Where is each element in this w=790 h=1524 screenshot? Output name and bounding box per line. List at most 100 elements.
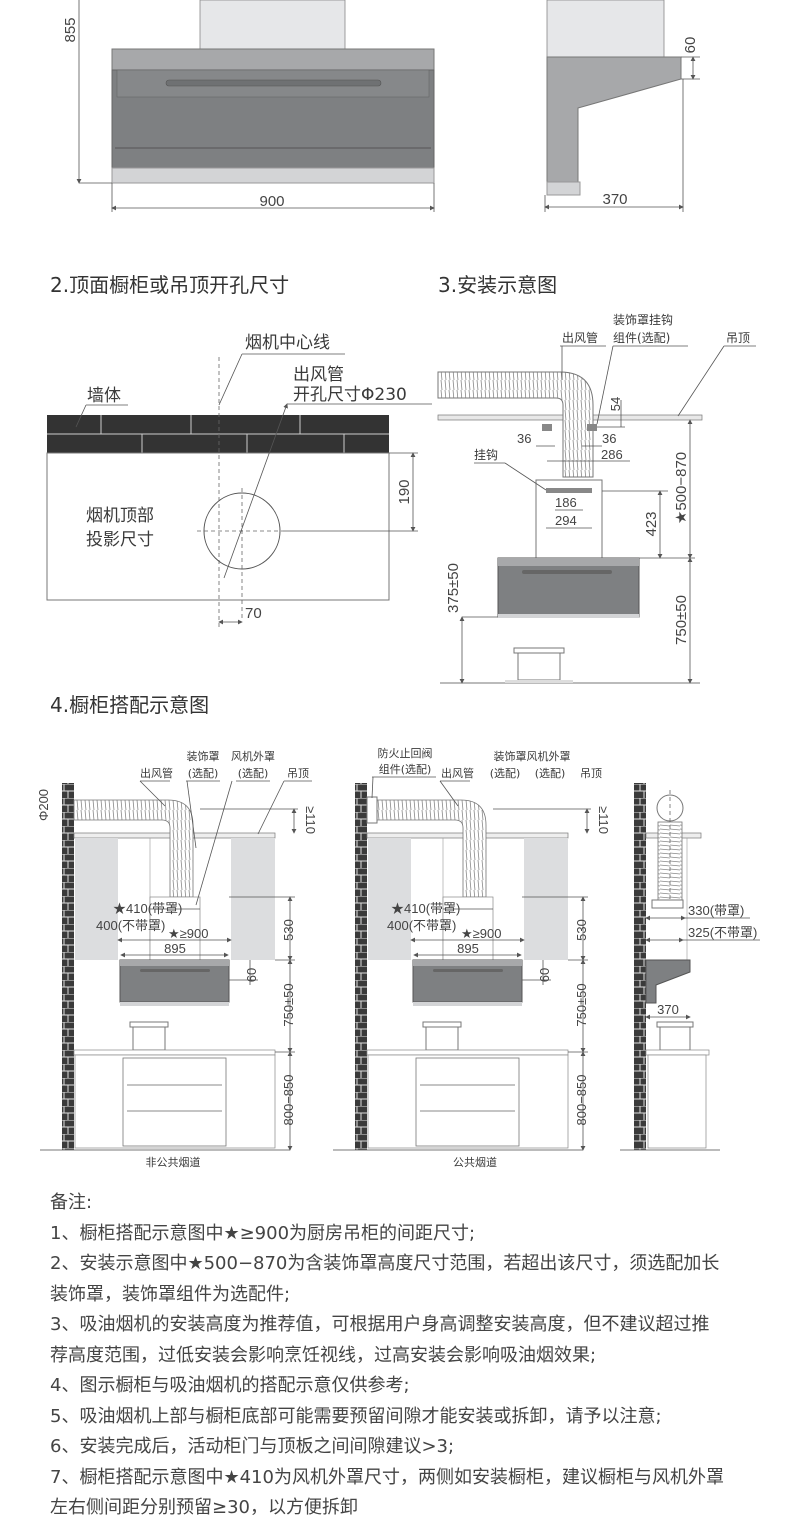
hood-bottom-strip: [111, 167, 435, 184]
section-ceiling-hole: 2.顶面橱柜或吊顶开孔尺寸 190 70 墙体 烟机中心线 出风管 开孔尺寸Φ2…: [46, 273, 432, 628]
section-title: 3.安装示意图: [438, 273, 557, 297]
dim-423-label: 423: [643, 511, 660, 536]
dim-750-label: 750±50: [673, 595, 690, 645]
dim-410-label: ★410(带罩): [113, 901, 182, 916]
dim-286-label: 286: [601, 447, 623, 462]
wall-cabinet-left: [75, 838, 118, 960]
label-hook-kit-2: 组件(选配): [613, 331, 670, 345]
dim-60-label: 60: [244, 968, 259, 982]
note-line: 荐高度范围，过低安装会影响烹饪视线，过高安装会影响吸油烟效果;: [50, 1344, 597, 1366]
wall-cabinet-left: [368, 838, 411, 960]
dim-370-label: 370: [657, 1002, 679, 1017]
dim-depth-label: 370: [602, 191, 627, 208]
pot: [659, 1025, 691, 1051]
dim-top-label: 60: [682, 37, 699, 54]
note-line: 5、吸油烟机上部与橱柜底部可能需要预留间隙才能安装或拆卸，请予以注意;: [50, 1405, 662, 1427]
note-line: 2、安装示意图中★500−870为含装饰罩高度尺寸范围，若超出该尺寸，须选配加长: [50, 1253, 720, 1274]
dim-54-label: 54: [608, 397, 623, 411]
dim-895-label: 895: [164, 941, 186, 956]
dim-110-label: ≥110: [303, 806, 318, 834]
dim-36-left-label: 36: [517, 431, 531, 446]
dim-800-label: 800−850: [574, 1075, 589, 1126]
label-ceiling: 吊顶: [580, 767, 602, 780]
cabinet-diagram-side: 330(带罩) 325(不带罩) 370: [620, 783, 760, 1151]
cabinet-diagram-public-flue: [333, 783, 591, 1151]
range-hood: [497, 557, 640, 618]
dim-410-label: ★410(带罩): [391, 901, 460, 916]
dim-400-label: 400(不带罩): [96, 918, 165, 933]
dim-36-right-label: 36: [602, 431, 616, 446]
dim-400-label: 400(不带罩): [387, 918, 456, 933]
dim-height-label: 855: [62, 17, 79, 42]
section-installation: 3.安装示意图 423 ★500−870 750±50 375±50 54 36…: [437, 273, 756, 684]
dim-895-label: 895: [457, 941, 479, 956]
dim-294-label: 294: [555, 513, 577, 528]
dim-330-label: 330(带罩): [688, 903, 744, 918]
diagram-caption: 非公共烟道: [146, 1155, 201, 1169]
countertop: [366, 1049, 569, 1056]
chimney-cover-side: [546, 0, 665, 58]
label-centerline: 烟机中心线: [245, 333, 330, 353]
label-fan-cover: 风机外罩: [231, 749, 275, 763]
label-projection-1: 烟机顶部: [86, 506, 154, 526]
fan-cover: [442, 896, 494, 961]
brick-wall: [634, 783, 646, 1150]
brick-wall: [62, 783, 74, 1150]
dim-530-label: 530: [574, 919, 589, 941]
hood-top-projection: [46, 452, 390, 601]
notes-title: 备注:: [50, 1192, 93, 1213]
label-optional: (选配): [238, 767, 269, 780]
fan-cover: [651, 899, 684, 909]
dim-60-label: 60: [537, 968, 552, 982]
diagram-a-labels: 装饰罩 风机外罩 出风管 (选配) (选配) 吊顶 Φ200 ≥110 ★410…: [36, 749, 318, 1169]
fire-check-valve: [366, 796, 378, 824]
dim-750-label: 750±50: [574, 983, 589, 1026]
countertop: [645, 1049, 710, 1056]
label-duct: 出风管: [562, 330, 598, 345]
section-title: 2.顶面橱柜或吊顶开孔尺寸: [50, 273, 289, 297]
label-optional: (选配): [490, 767, 521, 780]
note-line: 3、吸油烟机的安装高度为推荐值，可根据用户身高调整安装高度，但不建议超过推: [50, 1314, 710, 1335]
label-hook-kit-1: 装饰罩挂钩: [613, 313, 673, 327]
dim-190-label: 190: [396, 479, 413, 504]
dim-530-label: 530: [281, 919, 296, 941]
label-duct: 出风管: [140, 766, 173, 780]
diagram-b-labels: 防火止回阀 组件(选配) 出风管 装饰罩风机外罩 (选配) (选配) 吊顶 ≥1…: [366, 746, 611, 1169]
exhaust-duct: [437, 371, 594, 478]
dim-900-label: ★≥900: [461, 926, 501, 941]
fan-cover: [149, 896, 201, 961]
hood-top-band: [111, 48, 435, 71]
label-optional: (选配): [188, 767, 219, 780]
dim-800-label: 800−850: [281, 1075, 296, 1126]
dim-phi-label: Φ200: [36, 789, 51, 821]
dim-width-label: 900: [259, 193, 284, 210]
label-ceiling: 吊顶: [287, 767, 309, 780]
label-projection-2: 投影尺寸: [86, 530, 154, 550]
dim-110-label: ≥110: [596, 806, 611, 834]
label-duct: 出风管: [441, 766, 474, 780]
pot: [132, 1025, 166, 1051]
dim-375-label: 375±50: [445, 563, 462, 613]
dim-500-870-label: ★500−870: [673, 452, 690, 524]
range-hood: [119, 959, 230, 1003]
side-view: 60 370: [544, 0, 700, 212]
wall-cabinet-right: [231, 838, 275, 960]
note-line: 6、安装完成后，活动柜门与顶板之间间隙建议>3;: [50, 1436, 455, 1457]
label-wall: 墙体: [87, 386, 121, 406]
label-ceiling: 吊顶: [726, 331, 750, 345]
notes: 备注: 1、橱柜搭配示意图中★≥900为厨房吊柜的间距尺寸; 2、安装示意图中★…: [50, 1188, 770, 1524]
countertop: [73, 1049, 276, 1056]
label-duct: 出风管: [293, 365, 344, 385]
label-cover: 装饰罩: [187, 749, 220, 763]
front-view: 855 900: [62, 0, 435, 212]
section-title: 4.橱柜搭配示意图: [50, 693, 209, 717]
dim-186-label: 186: [555, 495, 577, 510]
pot: [517, 651, 561, 681]
chimney-cover: [199, 0, 346, 50]
diagram-caption: 公共烟道: [453, 1155, 497, 1169]
label-cover-fan: 装饰罩风机外罩: [494, 749, 571, 763]
dim-750-label: 750±50: [281, 983, 296, 1026]
range-hood: [412, 959, 523, 1003]
label-hole-size: 开孔尺寸Φ230: [293, 385, 407, 405]
